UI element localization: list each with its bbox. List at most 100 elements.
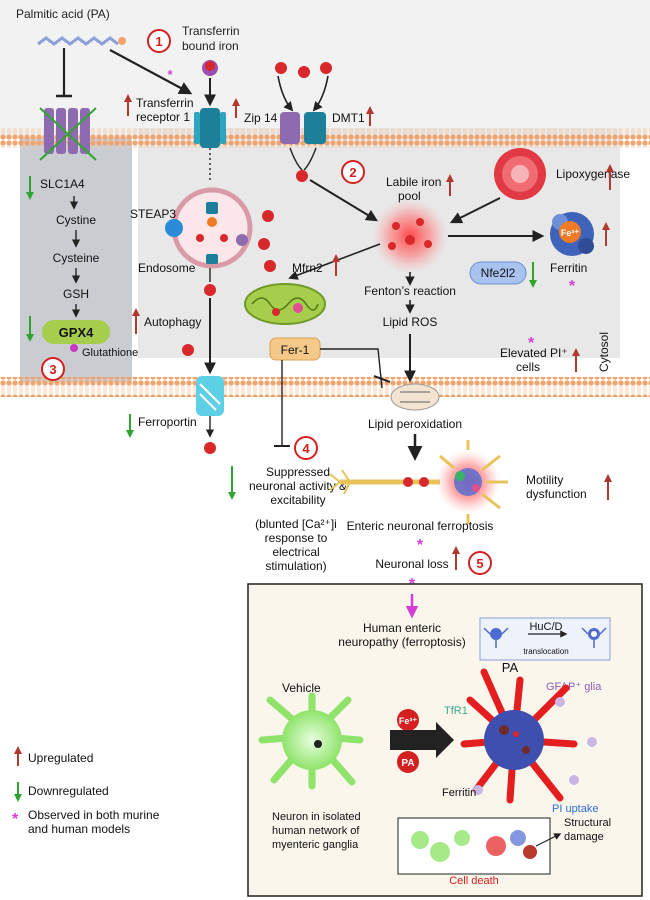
dmt1-import-line xyxy=(303,147,317,171)
fe-to-zip14-arrow xyxy=(277,75,294,112)
tfr-star: * xyxy=(167,67,173,82)
tfr-up-arrow xyxy=(124,94,132,116)
translocation-label: translocation xyxy=(523,647,568,656)
vehicle-neuron-icon xyxy=(258,692,364,790)
steap3-label: STEAP3 xyxy=(130,207,176,221)
blunted-label-2: response to xyxy=(265,531,328,545)
motility-label: Motility xyxy=(526,473,563,487)
svg-text:1: 1 xyxy=(155,34,162,49)
lipoxygenase-label: Lipoxygenase xyxy=(556,167,630,181)
legend-down-arrow xyxy=(14,782,22,802)
step-1-marker: 1 xyxy=(147,29,171,53)
ferroportin-down-arrow xyxy=(126,414,134,438)
legend-up-label: Upregulated xyxy=(28,751,93,765)
palmitic-acid-molecule-icon xyxy=(37,36,126,46)
elevated-pi-up-arrow xyxy=(572,348,580,372)
autophagy-label: Autophagy xyxy=(144,315,201,329)
legend-both-label-2: and human models xyxy=(28,822,130,836)
fe-ion-mito xyxy=(264,260,276,272)
treatment-arrow xyxy=(390,722,454,758)
fe-ion-cytosol-2 xyxy=(258,238,270,250)
dmt1-up-arrow xyxy=(366,106,374,126)
lipoxygenase-icon xyxy=(494,148,546,200)
suppressed-label-2: neuronal activity & xyxy=(249,479,347,493)
nfe2l2-down-arrow xyxy=(529,262,537,288)
fenton-label: Fenton’s reaction xyxy=(364,284,456,298)
legend-down-label: Downregulated xyxy=(28,784,109,798)
elevated-pi-label: Elevated PI⁺ xyxy=(500,346,568,360)
slc1a4-transporter-icon xyxy=(39,107,97,161)
gsh-label: GSH xyxy=(63,287,89,301)
slc1a4-down-arrow xyxy=(26,176,34,200)
blunted-label: (blunted [Ca²⁺]i xyxy=(255,517,337,531)
ferritin-up-arrow xyxy=(602,222,610,246)
step-5-marker: 5 xyxy=(468,551,492,575)
tfr-label: Transferrin xyxy=(136,96,194,110)
gpx4-pill xyxy=(42,320,110,344)
endosome-icon xyxy=(171,187,253,269)
neuron-network-label-3: myenteric ganglia xyxy=(272,839,359,851)
autophagy-up-arrow xyxy=(132,308,140,334)
ferritin-panel-label: Ferritin xyxy=(442,787,476,799)
ferritin-icon xyxy=(550,212,594,256)
slc1a4-label: SLC1A4 xyxy=(40,177,85,191)
pa-circle-label: PA xyxy=(401,758,414,769)
legend-both-label: Observed in both murine xyxy=(28,808,160,822)
cytosol-label: Cytosol xyxy=(597,332,611,372)
svg-text:5: 5 xyxy=(476,556,483,571)
lipid-peroxidation-icon xyxy=(390,383,440,411)
fe-to-dmt1-arrow xyxy=(312,75,329,112)
fe-ions-extracellular xyxy=(275,62,332,78)
lipid-ros-label: Lipid ROS xyxy=(383,315,438,329)
mitochondria-icon xyxy=(244,283,326,325)
transferrin-iron-icon xyxy=(202,60,218,76)
nfe2l2-label: Nfe2l2 xyxy=(481,266,516,280)
gfap-label: GFAP⁺ glia xyxy=(546,681,602,693)
blunted-label-4: stimulation) xyxy=(265,559,326,573)
fe-ion-cytosol-3 xyxy=(182,344,194,356)
step-2-marker: 2 xyxy=(341,160,365,184)
gpx4-down-arrow xyxy=(26,316,34,342)
ferroportin-label: Ferroportin xyxy=(138,415,197,429)
gpx4-label: GPX4 xyxy=(59,325,94,340)
structural-damage-arrow xyxy=(535,833,562,847)
hucd-neuron-icons xyxy=(483,627,607,648)
enteric-ferroptosis-star: * xyxy=(417,537,424,554)
neuron-network-label-2: human network of xyxy=(272,825,360,837)
human-neuropathy-label: Human enteric xyxy=(363,621,441,635)
ferritin-fe3-label: Fe³⁺ xyxy=(561,228,580,238)
pa-panel-label: PA xyxy=(502,660,519,675)
suppressed-label: Suppressed xyxy=(266,465,330,479)
tfr-receptor-icon xyxy=(194,108,226,148)
mfrn2-label: Mfrn2 xyxy=(292,261,323,275)
glia-cells-icon xyxy=(473,697,597,795)
motility-up-arrow xyxy=(604,474,612,500)
structural-damage-label: Structural xyxy=(564,817,611,829)
elevated-pi-star: * xyxy=(528,335,535,352)
enteric-neuron-icon xyxy=(329,440,508,524)
zip14-up-arrow xyxy=(232,98,240,118)
cysteine-label: Cysteine xyxy=(53,251,100,265)
imported-fe-ion xyxy=(296,170,308,182)
steap3-icon xyxy=(165,219,183,237)
suppressed-down-arrow xyxy=(228,466,236,500)
glutathione-label: Glutathione xyxy=(82,347,138,359)
fer1-inhibit-peroxidation-line xyxy=(320,348,383,389)
legend-star: * xyxy=(12,811,19,828)
neuronal-loss-up-arrow xyxy=(452,546,460,570)
fe-ion-cytosol-1 xyxy=(262,210,274,222)
labile-iron-label: Labile iron xyxy=(386,175,441,189)
pi-uptake-label: PI uptake xyxy=(552,803,598,815)
transferrin-iron-label-2: bound iron xyxy=(182,39,239,53)
lipoxygenase-up-arrow xyxy=(606,164,614,190)
dmt1-transporter-icon xyxy=(304,112,326,144)
enteric-ferroptosis-label: Enteric neuronal ferroptosis xyxy=(347,519,494,533)
pa-circle-icon xyxy=(397,751,419,773)
tfr1-label: TfR1 xyxy=(444,705,468,717)
hucd-translocation-box xyxy=(479,617,611,661)
legend-up-arrow xyxy=(14,746,22,766)
pa-treated-neuron-icon xyxy=(460,668,578,804)
fer1-label: Fer-1 xyxy=(281,343,310,357)
transferrin-iron-label: Transferrin xyxy=(182,24,240,38)
zip14-import-line xyxy=(289,147,303,171)
